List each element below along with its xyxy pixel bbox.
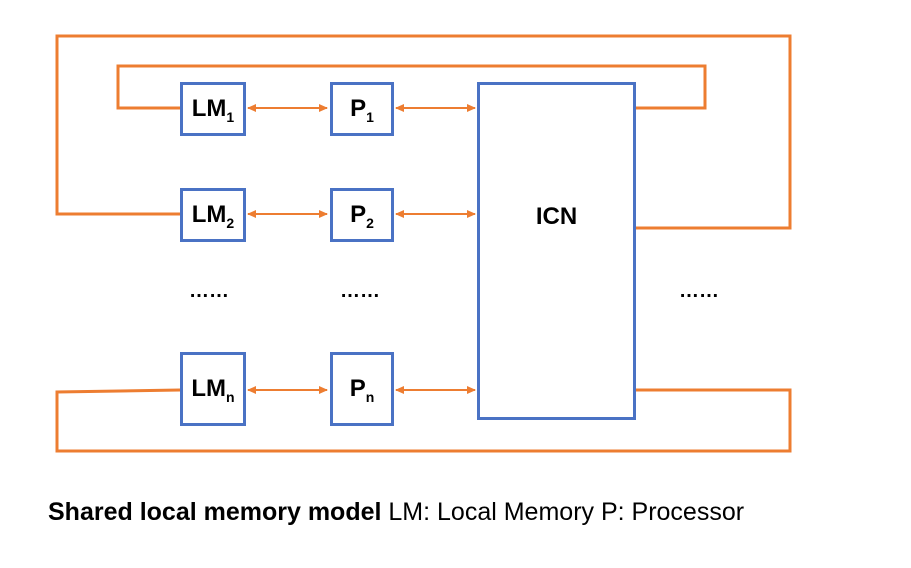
lmn-label: LMn xyxy=(191,375,235,405)
figure-caption: Shared local memory model LM: Local Memo… xyxy=(48,498,744,527)
lm2-box: LM2 xyxy=(180,188,246,242)
p2-box: P2 xyxy=(330,188,394,242)
lm1-label: LM1 xyxy=(191,95,235,125)
pn-label: Pn xyxy=(349,375,375,405)
wire-loop-rown xyxy=(55,388,792,453)
p1-label: P1 xyxy=(350,95,374,125)
lmn-box: LMn xyxy=(180,352,246,426)
caption-legend: LM: Local Memory P: Processor xyxy=(381,498,745,526)
icn-label: ICN xyxy=(535,203,578,230)
ellipsis-p: …… xyxy=(340,280,380,302)
p1-box: P1 xyxy=(330,82,394,136)
wire-loop-row2 xyxy=(55,34,792,230)
lm1-box: LM1 xyxy=(180,82,246,136)
ellipsis-lm: …… xyxy=(189,280,229,302)
caption-title: Shared local memory model xyxy=(48,498,382,526)
pn-box: Pn xyxy=(330,352,394,426)
lm2-label: LM2 xyxy=(191,201,235,231)
wire-loop-row1 xyxy=(116,64,707,110)
p2-label: P2 xyxy=(350,201,374,231)
ellipsis-right: …… xyxy=(679,280,719,302)
icn-box: ICN xyxy=(477,82,636,420)
